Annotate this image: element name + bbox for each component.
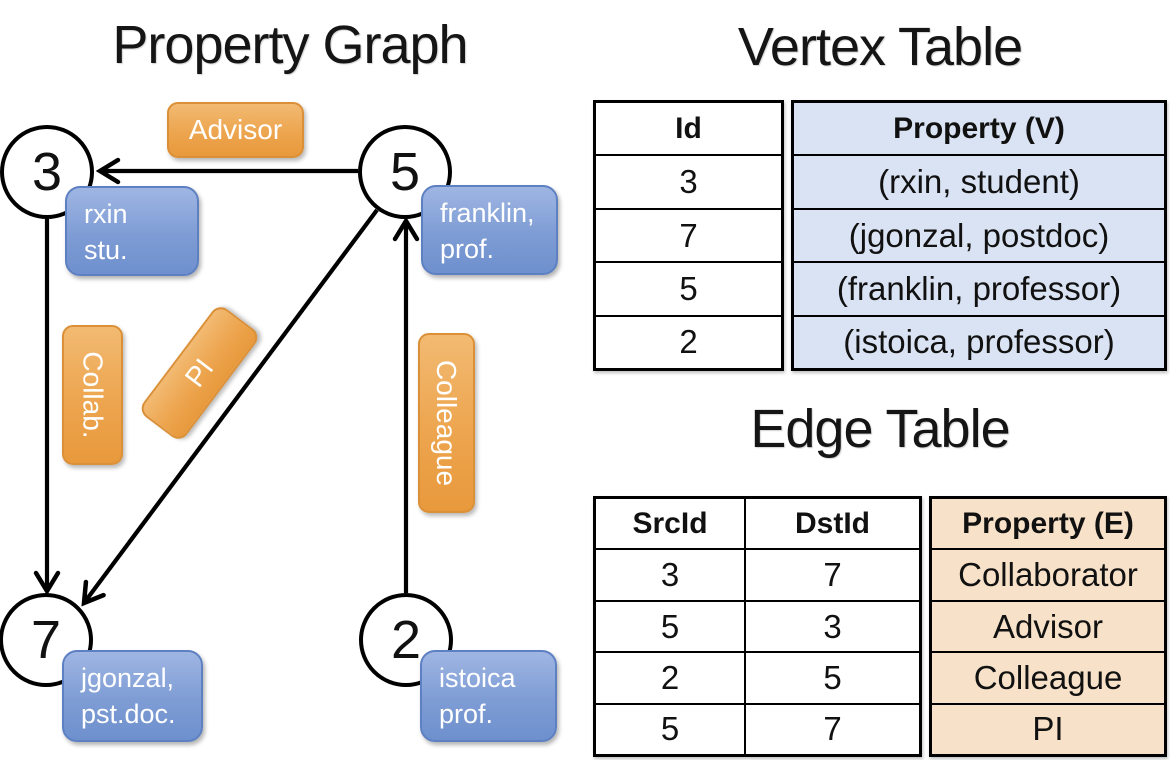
vertex-card-line1: istoica [439,663,516,693]
edge-label-collab-text: Collab. [77,351,109,439]
vertex-card-istoica: istoica prof. [420,650,557,742]
edge-property-cell: Collaborator [932,548,1164,600]
edge-dstid-header: DstId [795,506,870,540]
edge-label-colleague-text: Colleague [431,359,463,487]
edge-label-advisor: Advisor [167,102,304,158]
vertex-id-cell: 5 [596,261,781,314]
edge-label-colleague: Colleague [418,333,475,513]
edge-dstid-cell: 5 [746,651,919,702]
vertex-card-line2: prof. [440,234,495,265]
graph-node-3: 3 [0,125,94,219]
edge-property-cell: Advisor [932,599,1164,652]
vertex-table-property-column: Property (V) (rxin, student) (jgonzal, p… [791,100,1167,371]
edge-dstid-cell: 3 [746,599,919,651]
edge-property-header: Property (E) [932,499,1164,549]
vertex-property-cell: (jgonzal, postdoc) [794,207,1164,262]
edge-table-srcid-column: SrcId 3 5 2 5 [596,499,746,754]
edge-label-collab: Collab. [62,325,123,465]
edge-table-dstid-column: DstId 7 3 5 7 [746,499,919,754]
vertex-property-cell: (istoica, professor) [794,314,1164,369]
vertex-id-cell: 3 [596,154,781,207]
vertex-property-header: Property (V) [794,103,1164,155]
vertex-card-line1: rxin [84,199,128,229]
vertex-id-cell: 2 [596,314,781,368]
edge-table-ids-columns: SrcId 3 5 2 5 DstId 7 3 5 7 [593,496,922,757]
property-graph-title: Property Graph [112,15,468,75]
vertex-card-line2: pst.doc. [81,699,176,730]
edge-property-cell: PI [932,702,1164,755]
edge-srcid-cell: 2 [596,651,744,702]
vertex-property-cell: (franklin, professor) [794,261,1164,315]
edge-srcid-cell: 5 [596,599,744,651]
edge-table-property-column: Property (E) Collaborator Advisor Collea… [929,496,1167,757]
vertex-card-line2: prof. [439,699,494,730]
vertex-id-header: Id [675,111,702,145]
vertex-property-cell: (rxin, student) [794,154,1164,208]
node-7-id: 7 [30,610,62,670]
vertex-card-jgonzal: jgonzal, pst.doc. [62,650,203,742]
vertex-card-franklin: franklin, prof. [421,185,558,275]
edge-line-5-to-7 [81,208,379,607]
vertex-card-rxin: rxin stu. [65,186,199,276]
edge-srcid-header: SrcId [632,506,708,540]
vertex-card-line2: stu. [84,235,128,266]
vertex-table-id-column: Id 3 7 5 2 [593,100,784,371]
vertex-card-line1: franklin, [440,198,535,228]
node-2-id: 2 [390,610,422,670]
vertex-card-line1: jgonzal, [81,663,175,693]
edge-property-cell: Colleague [932,651,1164,703]
edge-label-pi-text: PI [178,352,220,393]
vertex-id-cell: 7 [596,207,781,261]
edge-srcid-cell: 3 [596,548,744,599]
edge-srcid-cell: 5 [596,702,744,754]
edge-label-advisor-text: Advisor [188,114,283,145]
vertex-table-title: Vertex Table [737,17,1023,77]
node-3-id: 3 [31,142,63,202]
edge-dstid-cell: 7 [746,702,919,754]
edge-table-title: Edge Table [750,399,1010,459]
node-5-id: 5 [389,142,421,202]
edge-dstid-cell: 7 [746,548,919,599]
